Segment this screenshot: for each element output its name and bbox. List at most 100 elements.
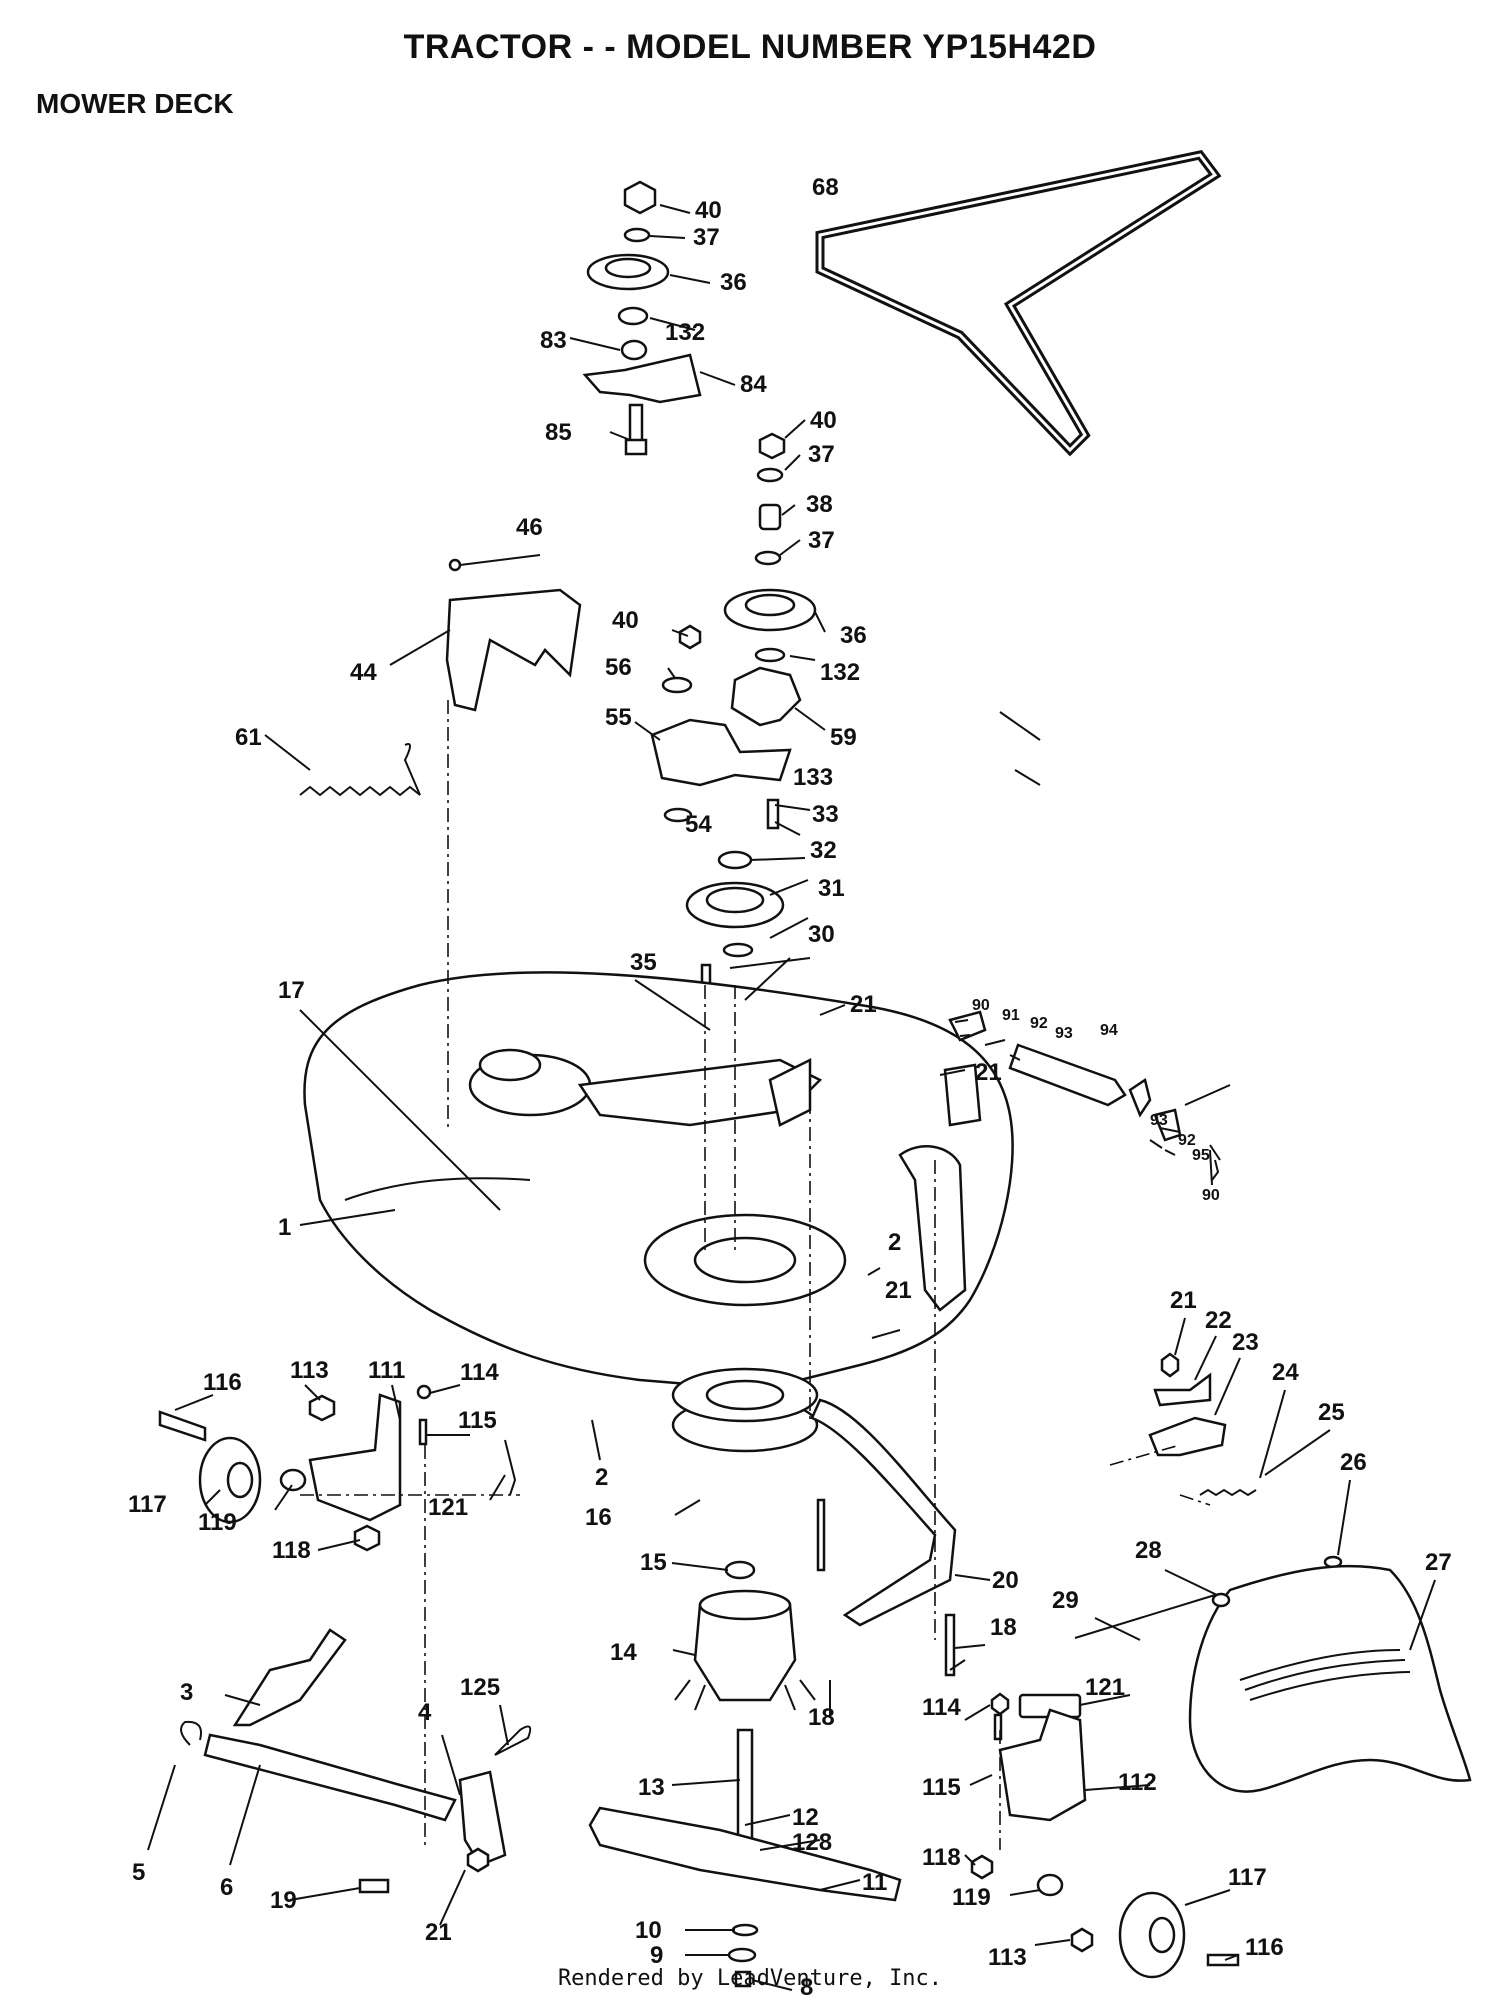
callout-36: 36 <box>840 622 867 649</box>
section-title: MOWER DECK <box>36 88 234 119</box>
callout-8: 8 <box>800 1974 813 2001</box>
callout-6: 6 <box>220 1874 233 1901</box>
callout-92: 92 <box>1178 1132 1196 1149</box>
callout-54: 54 <box>685 811 712 838</box>
callout-30: 30 <box>808 921 835 948</box>
callout-38: 38 <box>806 491 833 518</box>
callout-5: 5 <box>132 1859 145 1886</box>
callout-114: 114 <box>460 1359 499 1386</box>
callout-40: 40 <box>810 407 837 434</box>
callout-21: 21 <box>425 1919 452 1946</box>
callout-35: 35 <box>630 949 657 976</box>
callout-21: 21 <box>850 991 877 1018</box>
callout-18: 18 <box>808 1704 835 1731</box>
callout-27: 27 <box>1425 1549 1452 1576</box>
right-mount-assembly[interactable] <box>1148 1352 1343 1569</box>
belt-guard[interactable] <box>445 558 582 712</box>
left-lift-assembly[interactable] <box>180 1628 532 1894</box>
callout-29: 29 <box>1052 1587 1079 1614</box>
callout-111: 111 <box>368 1357 405 1384</box>
discharge-chute[interactable] <box>1074 1564 1472 1793</box>
callout-2: 2 <box>595 1464 608 1491</box>
callout-132: 132 <box>665 319 705 346</box>
callout-16: 16 <box>585 1504 612 1531</box>
drive-belt[interactable] <box>815 150 1222 457</box>
callout-84: 84 <box>740 371 767 398</box>
right-lift-links[interactable] <box>948 1010 1221 1161</box>
callout-15: 15 <box>640 1549 667 1576</box>
callout-83: 83 <box>540 327 567 354</box>
callout-14: 14 <box>610 1639 637 1666</box>
callout-31: 31 <box>818 875 845 902</box>
callout-121: 121 <box>428 1494 468 1521</box>
callout-95: 95 <box>1192 1147 1210 1164</box>
right-gauge-wheel-assembly[interactable] <box>970 1692 1240 1979</box>
callout-55: 55 <box>605 704 632 731</box>
callout-117: 117 <box>1228 1864 1267 1891</box>
callout-68: 68 <box>812 174 839 201</box>
front-link[interactable] <box>810 1398 957 1677</box>
callout-128: 128 <box>792 1829 832 1856</box>
callout-44: 44 <box>350 659 377 686</box>
callout-118: 118 <box>922 1844 961 1871</box>
callout-119: 119 <box>952 1884 991 1911</box>
callout-91: 91 <box>1002 1007 1020 1024</box>
callout-121: 121 <box>1085 1674 1125 1701</box>
callout-85: 85 <box>545 419 572 446</box>
callout-leader-lines <box>147 204 1436 1991</box>
idler-arm-assembly[interactable] <box>650 624 792 830</box>
callout-92: 92 <box>1030 1015 1048 1032</box>
callout-22: 22 <box>1205 1307 1232 1334</box>
callout-26: 26 <box>1340 1449 1367 1476</box>
callout-33: 33 <box>812 801 839 828</box>
callout-23: 23 <box>1232 1329 1259 1356</box>
callout-17: 17 <box>278 977 305 1004</box>
callout-10: 10 <box>635 1917 662 1944</box>
callout-1: 1 <box>278 1214 291 1241</box>
callout-21: 21 <box>975 1059 1002 1086</box>
callout-40: 40 <box>612 607 639 634</box>
callout-112: 112 <box>1118 1769 1157 1796</box>
callout-24: 24 <box>1272 1359 1299 1386</box>
deck-idler-pulley-stack[interactable] <box>723 432 817 727</box>
diagram-title: TRACTOR - - MODEL NUMBER YP15H42D <box>403 28 1097 66</box>
callout-59: 59 <box>830 724 857 751</box>
upper-idler-pulley-assembly[interactable] <box>582 180 702 456</box>
deck-spring[interactable] <box>299 743 421 797</box>
callout-90: 90 <box>972 997 990 1014</box>
left-gauge-wheel-assembly[interactable] <box>158 1384 517 1552</box>
callout-90: 90 <box>1202 1187 1220 1204</box>
callout-133: 133 <box>793 764 833 791</box>
callout-13: 13 <box>638 1774 665 1801</box>
callout-37: 37 <box>808 441 835 468</box>
callout-40: 40 <box>695 197 722 224</box>
callout-94: 94 <box>1100 1022 1118 1039</box>
callout-114: 114 <box>922 1694 961 1721</box>
callout-21: 21 <box>1170 1287 1197 1314</box>
callout-117: 117 <box>128 1491 167 1518</box>
callout-116: 116 <box>1245 1934 1284 1961</box>
callout-116: 116 <box>203 1369 242 1396</box>
callout-46: 46 <box>516 514 543 541</box>
callout-19: 19 <box>270 1887 297 1914</box>
blade-spindle-stack[interactable] <box>588 1367 902 1988</box>
callout-21: 21 <box>885 1277 912 1304</box>
callout-125: 125 <box>460 1674 500 1701</box>
mower-deck-housing[interactable] <box>303 971 1014 1392</box>
callout-2: 2 <box>888 1229 901 1256</box>
callout-56: 56 <box>605 654 632 681</box>
callout-36: 36 <box>720 269 747 296</box>
callout-9: 9 <box>650 1942 663 1969</box>
spindle-pulley[interactable] <box>685 850 785 1077</box>
callout-115: 115 <box>922 1774 961 1801</box>
callout-32: 32 <box>810 837 837 864</box>
callout-61: 61 <box>235 724 262 751</box>
callout-113: 113 <box>988 1944 1027 1971</box>
callout-93: 93 <box>1150 1112 1168 1129</box>
assembly-centerlines <box>300 700 1211 1850</box>
callout-4: 4 <box>418 1699 432 1726</box>
callout-25: 25 <box>1318 1399 1345 1426</box>
footer-credit: Rendered by LeadVenture, Inc. <box>557 1966 943 1991</box>
callout-11: 11 <box>862 1869 887 1896</box>
